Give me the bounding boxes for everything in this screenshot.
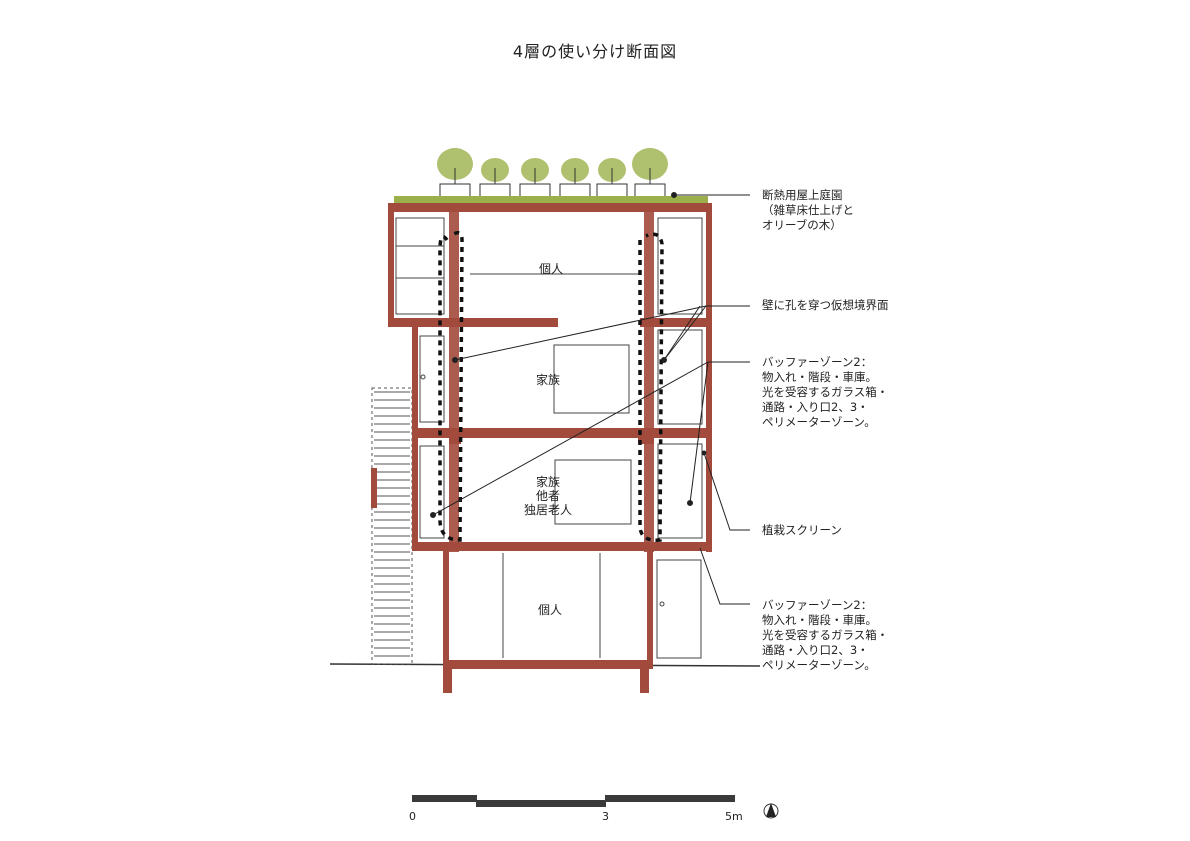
- annotation-roof-garden: 断熱用屋上庭園 （雑草床仕上げと オリーブの木）: [762, 188, 854, 232]
- olive-tree: [596, 158, 628, 198]
- roof-plants: [437, 148, 668, 198]
- scale-tick-3: 3: [602, 810, 609, 823]
- olive-tree: [632, 148, 668, 198]
- olive-tree: [437, 148, 473, 198]
- structure-frame: [388, 203, 712, 693]
- olive-tree: [479, 158, 511, 198]
- leader-lines: [430, 192, 750, 605]
- annotation-buffer-zone-lower: バッファーゾーン2： 物入れ・階段・車庫。 光を受容するガラス箱・ 通路・入り口…: [762, 598, 889, 672]
- diagram-title: 4層の使い分け断面図: [512, 42, 678, 61]
- room-label-floor2: 家族 他者 独居老人: [523, 475, 572, 517]
- room-label-floor3: 家族: [535, 373, 560, 387]
- virtual-boundary-dashed: [438, 231, 664, 542]
- annotation-planting-screen: 植栽スクリーン: [762, 523, 842, 537]
- exterior-stair: [371, 387, 413, 665]
- north-arrow-icon: [763, 803, 779, 819]
- scale-tick-0: 0: [409, 810, 416, 823]
- interior-lines: [395, 217, 703, 659]
- scale-bar: [412, 795, 735, 807]
- scale-tick-5m: 5m: [725, 810, 743, 823]
- annotation-buffer-zone-upper: バッファーゾーン2： 物入れ・階段・車庫。 光を受容するガラス箱・ 通路・入り口…: [762, 355, 889, 429]
- annotation-virtual-boundary: 壁に孔を穿つ仮想境界面: [762, 298, 889, 312]
- room-label-floor4: 個人: [538, 262, 563, 276]
- olive-tree: [559, 158, 591, 198]
- roof-garden-soil: [394, 196, 708, 204]
- room-label-floor1: 個人: [537, 603, 562, 617]
- olive-tree: [519, 158, 551, 198]
